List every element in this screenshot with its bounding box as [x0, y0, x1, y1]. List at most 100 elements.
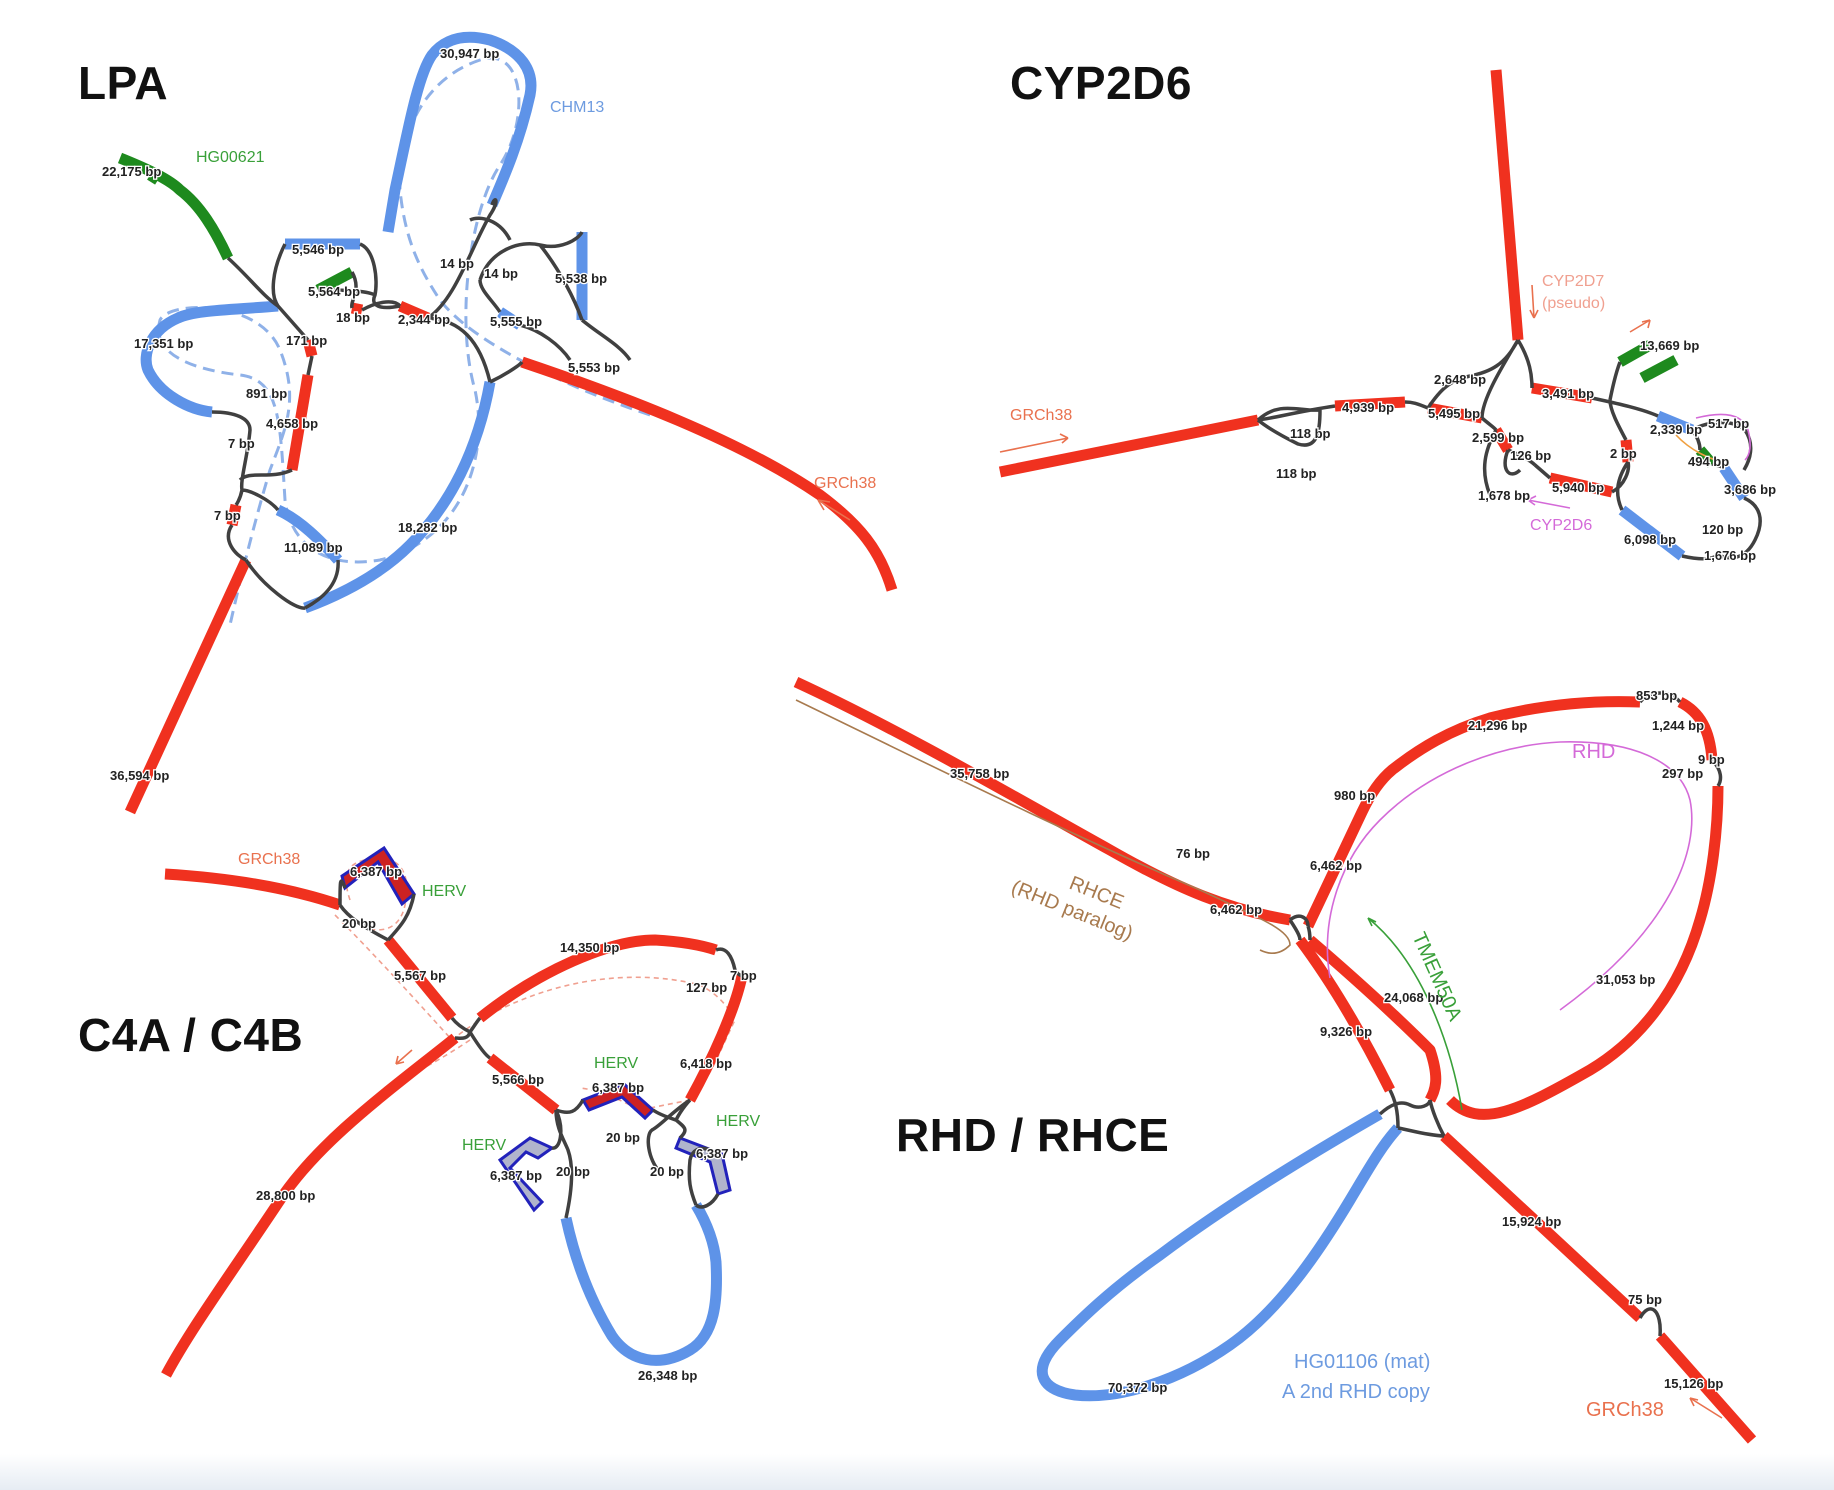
- cyp-segment-2599: [1491, 427, 1513, 453]
- cyp-segment-3686: [1719, 464, 1749, 502]
- rhd-label: 9,326 bp: [1320, 1024, 1372, 1039]
- cyp-label: 2,599 bp: [1472, 430, 1524, 445]
- panel-title-rhd: RHD / RHCE: [896, 1109, 1170, 1161]
- c4-label: 6,418 bp: [680, 1056, 732, 1071]
- lpa-bp-labels: 30,947 bp 22,175 bp 5,546 bp 5,564 bp 17…: [101, 45, 622, 785]
- cyp-segment-2: [1620, 439, 1634, 463]
- lpa-label: 36,594 bp: [110, 768, 169, 783]
- cyp2d6-graph: 4,939 bp 118 bp 118 bp 2,648 bp 5,495 bp…: [998, 69, 1778, 565]
- lpa-segment-22175: [117, 152, 233, 261]
- lpa-label: 5,564 bp: [308, 284, 360, 299]
- c4-grch38-arrow: [395, 1049, 413, 1065]
- c4-herv-label: HERV: [716, 1113, 760, 1130]
- c4-label: 20 bp: [342, 916, 376, 931]
- cyp-bp-labels: 4,939 bp 118 bp 118 bp 2,648 bp 5,495 bp…: [1275, 337, 1778, 565]
- lpa-segment-7: [226, 503, 242, 527]
- bottom-strip: [0, 1454, 1834, 1490]
- lpa-segment-30947: [382, 31, 537, 233]
- rhd-rhce-path: [795, 699, 1291, 955]
- cyp-links: [1256, 339, 1762, 561]
- cyp-label: 6,098 bp: [1624, 532, 1676, 547]
- lpa-label: 18,282 bp: [398, 520, 457, 535]
- c4-segment-28800: [161, 1033, 459, 1378]
- rhd-second-copy-label: A 2nd RHD copy: [1282, 1381, 1430, 1403]
- c4-segment-26348: [560, 1202, 722, 1366]
- lpa-label: 22,175 bp: [102, 164, 161, 179]
- rhd-segment-35758: [793, 677, 1291, 926]
- rhd-label: 297 bp: [1662, 766, 1703, 781]
- c4-herv-label: HERV: [462, 1137, 506, 1154]
- rhd-label: 21,296 bp: [1468, 718, 1527, 733]
- lpa-label: 18 bp: [336, 310, 370, 325]
- rhd-segment-24068: [1306, 935, 1442, 1103]
- lpa-label: 4,658 bp: [266, 416, 318, 431]
- c4-grch38-label: GRCh38: [238, 851, 300, 868]
- lpa-label: 30,947 bp: [440, 46, 499, 61]
- rhd-label: 1,244 bp: [1652, 718, 1704, 733]
- rhd-segment-70372: [1036, 1109, 1403, 1402]
- panel-title-lpa: LPA: [78, 57, 169, 109]
- cyp-segment-cyp2d7: [1490, 69, 1524, 341]
- lpa-label: 171 bp: [286, 333, 327, 348]
- c4-label: 20 bp: [556, 1164, 590, 1179]
- cyp-cyp2d6-label: CYP2D6: [1530, 517, 1592, 534]
- cyp-segment-3491: [1531, 382, 1593, 404]
- c4-herv-label: HERV: [422, 883, 466, 900]
- rhd-label: 76 bp: [1176, 846, 1210, 861]
- lpa-chm13-label: CHM13: [550, 99, 604, 116]
- cyp-label: 2 bp: [1610, 446, 1637, 461]
- lpa-label: 14 bp: [440, 256, 474, 271]
- lpa-label: 5,546 bp: [292, 242, 344, 257]
- c4-label: 28,800 bp: [256, 1188, 315, 1203]
- lpa-grch38-segment: [520, 356, 898, 592]
- rhd-grch38-arrow: [1689, 1397, 1723, 1419]
- lpa-segment-171: [302, 338, 318, 358]
- lpa-grch38-arrow: [817, 499, 851, 521]
- cyp-label: 5,940 bp: [1552, 480, 1604, 495]
- lpa-label: 17,351 bp: [134, 336, 193, 351]
- rhd-segment-21296: [1303, 696, 1641, 929]
- lpa-segment-36594: [125, 557, 251, 815]
- rhd-segment-15924: [1440, 1131, 1757, 1444]
- cyp-label: 2,648 bp: [1434, 372, 1486, 387]
- lpa-label: 2,344 bp: [398, 312, 450, 327]
- panel-title-c4: C4A / C4B: [78, 1009, 304, 1061]
- rhd-hg01106-label: HG01106 (mat): [1294, 1351, 1430, 1373]
- lpa-segment-11089: [275, 504, 343, 564]
- c4-segment-5566: [486, 1053, 560, 1115]
- rhd-segment-31053: [1446, 697, 1724, 1120]
- cyp-label: 2,339 bp: [1650, 422, 1702, 437]
- lpa-graph: 30,947 bp 22,175 bp 5,546 bp 5,564 bp 17…: [101, 31, 898, 815]
- cyp-grch38-label: GRCh38: [1010, 407, 1072, 424]
- rhd-label: 853 bp: [1636, 688, 1677, 703]
- lpa-segment-4658: [286, 374, 314, 471]
- lpa-segment-18: [350, 302, 364, 316]
- c4-links: [338, 879, 743, 1219]
- cyp-label: 13,669 bp: [1640, 338, 1699, 353]
- lpa-links: [211, 198, 632, 610]
- cyp-cyp2d7-label: CYP2D7: [1542, 273, 1604, 290]
- lpa-segment-17351: [140, 300, 279, 418]
- c4-label: 7 bp: [730, 968, 757, 983]
- rhd-links: [1288, 691, 1723, 1337]
- rhd-bp-labels: 35,758 bp 76 bp 6,462 bp 6,462 bp 980 bp…: [949, 687, 1726, 1397]
- lpa-label: 11,089 bp: [284, 540, 343, 555]
- cyp-label: 5,495 bp: [1428, 406, 1480, 421]
- rhd-label: 15,924 bp: [1502, 1214, 1561, 1229]
- rhd-label: 15,126 bp: [1664, 1376, 1723, 1391]
- cyp-label: 118 bp: [1276, 466, 1317, 481]
- cyp-cyp2d7-arrow: [1529, 284, 1539, 319]
- c4-label: 20 bp: [650, 1164, 684, 1179]
- cyp-label: 1,678 bp: [1478, 488, 1530, 503]
- c4-herv-box-middle: [580, 1082, 656, 1121]
- c4-label: 6,387 bp: [350, 864, 402, 879]
- c4-label: 127 bp: [686, 980, 727, 995]
- cyp-segment-4939: [1334, 396, 1406, 412]
- lpa-label: 14 bp: [484, 266, 518, 281]
- lpa-label: 7 bp: [214, 508, 241, 523]
- rhd-label: 75 bp: [1628, 1292, 1662, 1307]
- rhd-rhd-label: RHD: [1572, 741, 1615, 763]
- cyp-cyp2d6-arrow: [1527, 495, 1571, 509]
- cyp-grch38-arrow: [999, 433, 1069, 453]
